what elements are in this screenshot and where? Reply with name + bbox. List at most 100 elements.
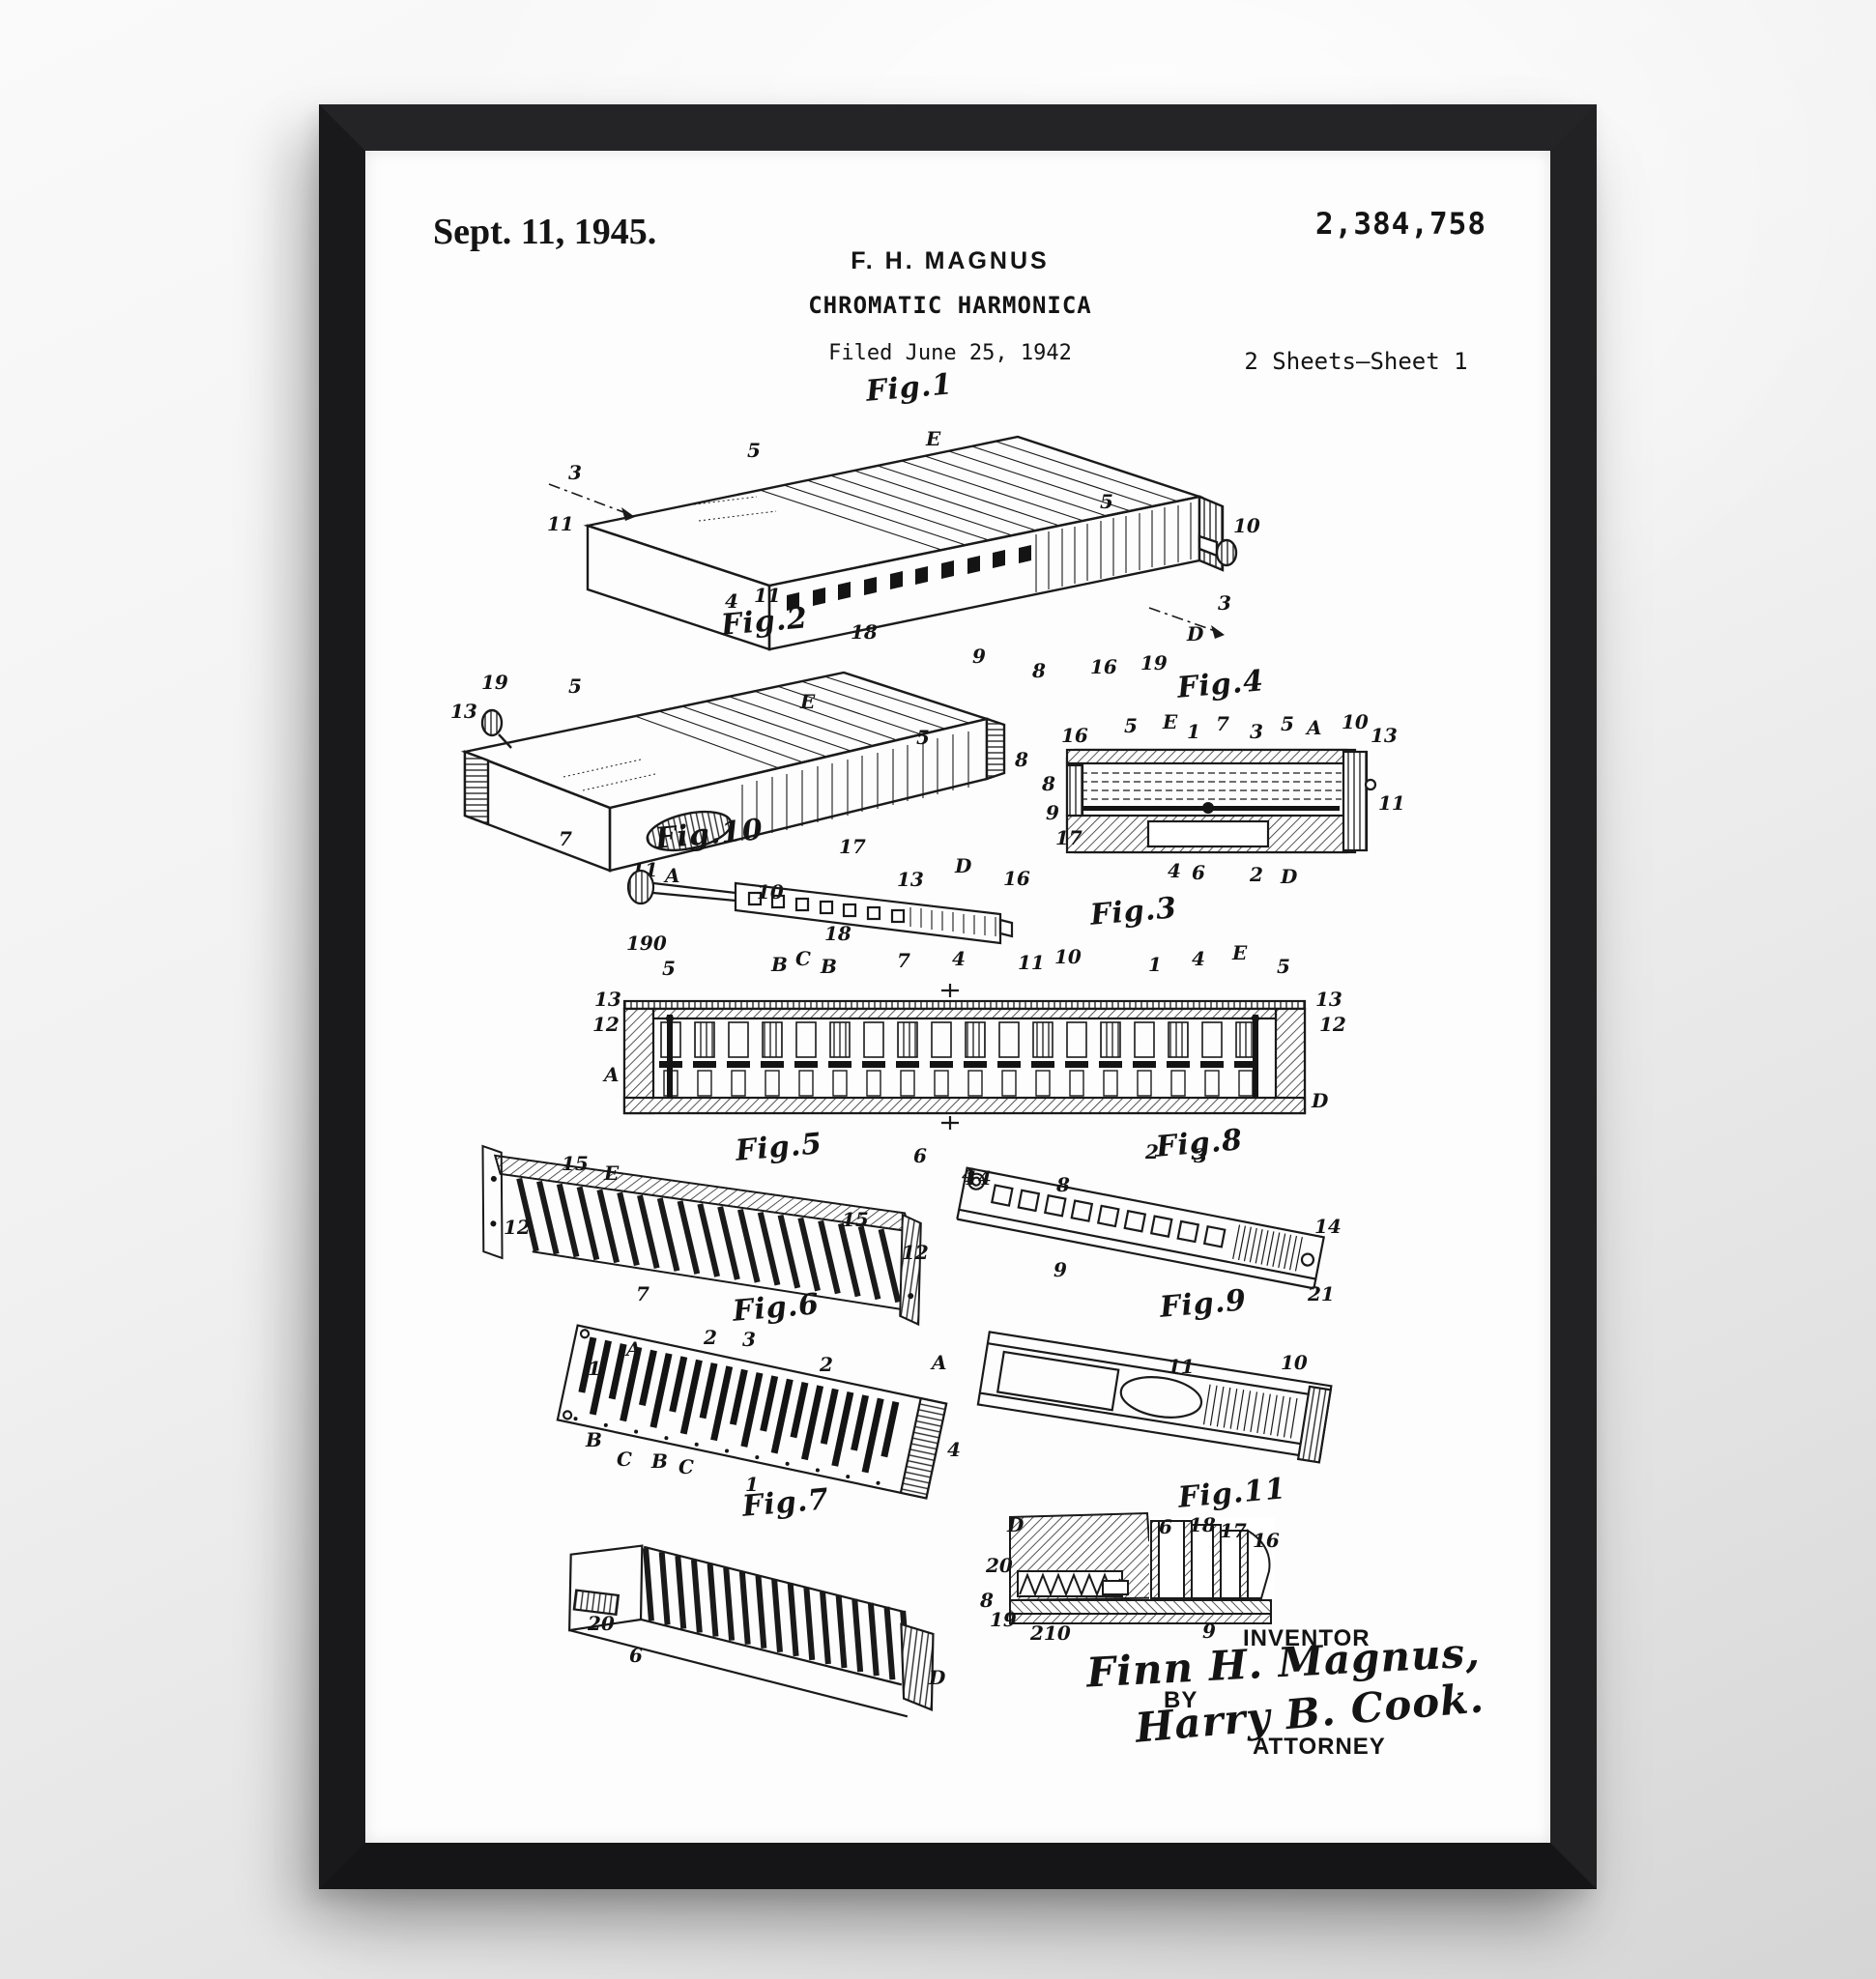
ref-numeral-fig2-D: D	[955, 854, 972, 877]
fig2-label: Fig.2	[719, 601, 810, 643]
ref-numeral-fig2-5: 5	[916, 726, 930, 749]
fig4-drawing	[1065, 748, 1377, 854]
ref-numeral-fig11-18: 18	[1189, 1513, 1216, 1536]
ref-numeral-fig3-5: 5	[662, 957, 676, 980]
ref-numeral-fig3-13: 13	[1315, 988, 1342, 1011]
patent-date: Sept. 11, 1945.	[433, 212, 657, 252]
figure-5: Fig.5	[457, 1125, 950, 1328]
ref-numeral-fig6-3: 3	[742, 1328, 756, 1351]
filed-date: Filed June 25, 1942	[828, 341, 1072, 365]
ref-numeral-fig4-10: 10	[1342, 710, 1369, 733]
ref-numeral-fig6-B: B	[586, 1428, 602, 1451]
ref-numeral-fig11-16: 16	[1253, 1529, 1280, 1552]
poster-frame: Sept. 11, 1945. F. H. MAGNUS CHROMATIC H…	[319, 104, 1597, 1889]
patent-title: CHROMATIC HARMONICA	[808, 292, 1092, 319]
ref-numeral-fig4-E: E	[1163, 710, 1178, 733]
ref-numeral-fig1-3: 3	[1218, 591, 1231, 615]
ref-numeral-fig1-E: E	[926, 427, 941, 450]
ref-numeral-fig4-8: 8	[1042, 772, 1055, 795]
ref-numeral-fig3-3: 3	[1194, 1144, 1207, 1167]
ref-numeral-fig1-11: 11	[547, 512, 574, 535]
fig4-label: Fig.4	[1175, 664, 1266, 705]
ref-numeral-fig10-190: 190	[626, 932, 667, 955]
ref-numeral-fig1-9: 9	[972, 645, 986, 668]
ref-numeral-fig5-12: 12	[504, 1216, 531, 1239]
figure-6: Fig.6	[537, 1283, 972, 1510]
ref-numeral-fig1-4: 4	[725, 589, 738, 613]
ref-numeral-fig2-5: 5	[568, 674, 582, 698]
sheet-info: 2 Sheets–Sheet 1	[1244, 348, 1468, 375]
ref-numeral-fig1-5: 5	[1100, 490, 1113, 513]
fig3-drawing	[622, 984, 1307, 1130]
ref-numeral-fig4-6: 6	[1192, 861, 1205, 884]
ref-numeral-fig4-9: 9	[1046, 801, 1059, 824]
ref-numeral-fig3-12: 12	[592, 1013, 620, 1036]
ref-numeral-fig6-A: A	[932, 1351, 947, 1374]
ref-numeral-fig1-3: 3	[568, 461, 582, 484]
ref-numeral-fig5-7: 7	[636, 1282, 649, 1305]
fig3-label: Fig.3	[1088, 891, 1179, 932]
ref-numeral-fig10-16: 16	[1003, 867, 1030, 890]
ref-numeral-fig4-7: 7	[1216, 712, 1229, 735]
fig1-label: Fig.1	[864, 367, 955, 409]
ref-numeral-fig1-16: 16	[1090, 655, 1117, 678]
ref-numeral-fig5-12: 12	[902, 1241, 929, 1264]
ref-numeral-fig3-11: 11	[1018, 951, 1045, 974]
ref-numeral-fig2-13: 13	[450, 700, 477, 723]
fig8-drawing	[956, 1166, 1325, 1290]
ref-numeral-fig6-C: C	[617, 1448, 632, 1471]
ref-numeral-fig6-B: B	[651, 1449, 668, 1473]
ref-numeral-fig6-4: 4	[947, 1438, 961, 1461]
ref-numeral-fig2-8: 8	[1015, 748, 1028, 771]
ref-numeral-fig3-10: 10	[1054, 945, 1082, 968]
ref-numeral-fig4-2: 2	[1250, 863, 1263, 886]
ref-numeral-fig4-5: 5	[1124, 714, 1138, 737]
ref-numeral-fig6-1: 1	[745, 1473, 759, 1496]
ref-numeral-fig11-20: 20	[986, 1554, 1013, 1577]
ref-numeral-fig3-D: D	[1312, 1089, 1329, 1112]
ref-numeral-fig3-4: 4	[1192, 947, 1205, 970]
ref-numeral-fig2-7: 7	[559, 827, 572, 850]
ref-numeral-fig3-E: E	[1232, 941, 1248, 964]
figure-3: Fig.3	[592, 891, 1346, 1192]
ref-numeral-fig1-19: 19	[1140, 651, 1168, 674]
ref-numeral-fig10-17: 17	[839, 835, 866, 858]
ref-numeral-fig11-D: D	[1007, 1513, 1025, 1536]
ref-numeral-fig11-17: 17	[1220, 1519, 1247, 1542]
ref-numeral-fig9-10: 10	[1281, 1351, 1308, 1374]
ref-numeral-fig11-6: 6	[1159, 1515, 1172, 1538]
ref-numeral-fig4-11: 11	[1378, 791, 1405, 815]
fig9-label: Fig.9	[1158, 1283, 1249, 1325]
figure-7: Fig.7	[537, 1482, 972, 1718]
fig5-drawing	[481, 1144, 922, 1327]
ref-numeral-fig8-14: 14	[965, 1166, 992, 1190]
ref-numeral-fig6-A: A	[626, 1337, 642, 1361]
fig10-label: Fig.10	[653, 813, 765, 856]
ref-numeral-fig11-9: 9	[1202, 1620, 1216, 1643]
ref-numeral-fig1-18: 18	[851, 620, 878, 644]
ref-numeral-fig4-A: A	[1307, 716, 1322, 739]
ref-numeral-fig6-C: C	[678, 1455, 694, 1478]
ref-numeral-fig11-8: 8	[980, 1589, 994, 1612]
ref-numeral-fig2-A: A	[665, 864, 680, 887]
ref-numeral-fig1-11: 11	[754, 584, 781, 607]
ref-numeral-fig3-7: 7	[897, 949, 910, 972]
ref-numeral-fig11-210: 210	[1030, 1621, 1071, 1645]
ref-numeral-fig2-E: E	[800, 690, 816, 713]
ref-numeral-fig3-A: A	[604, 1063, 620, 1086]
ref-numeral-fig4-13: 13	[1371, 724, 1398, 747]
ref-numeral-fig7-D: D	[929, 1666, 946, 1689]
ref-numeral-fig3-C: C	[795, 947, 811, 970]
fig2-drawing	[460, 671, 1006, 873]
ref-numeral-fig1-8: 8	[1032, 659, 1046, 682]
patent-sheet: Sept. 11, 1945. F. H. MAGNUS CHROMATIC H…	[365, 151, 1550, 1843]
ref-numeral-fig3-13: 13	[594, 988, 621, 1011]
ref-numeral-fig2-13: 13	[897, 868, 924, 891]
ref-numeral-fig3-12: 12	[1319, 1013, 1346, 1036]
ref-numeral-fig1-10: 10	[1233, 514, 1260, 537]
ref-numeral-fig8-21: 21	[1308, 1282, 1335, 1305]
